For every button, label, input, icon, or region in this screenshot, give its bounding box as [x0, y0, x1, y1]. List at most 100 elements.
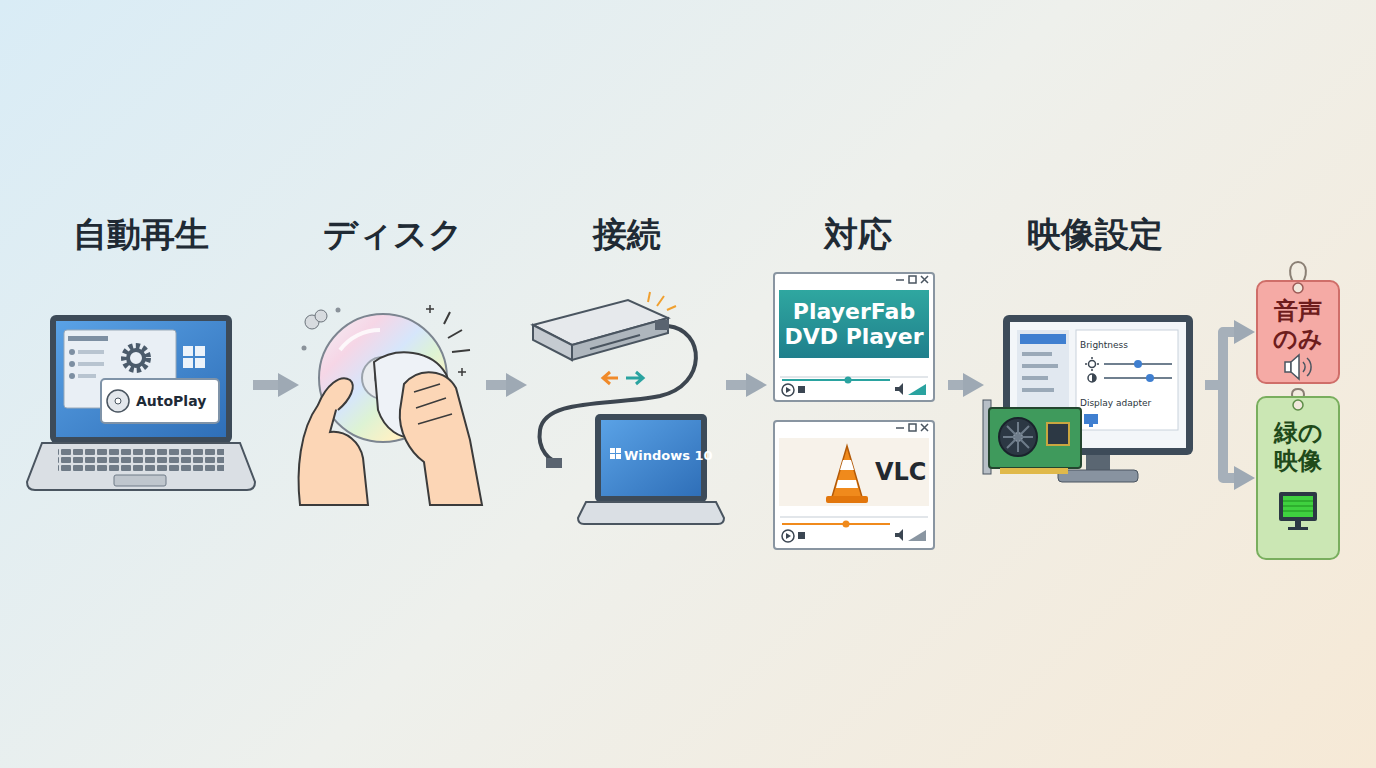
external-drive-connection [626, 372, 643, 384]
monitor-and-graphics-card [1085, 357, 1099, 371]
monitor-and-graphics-card [1089, 424, 1093, 427]
vlc-cone-icon [826, 496, 868, 503]
disc-cleaning [318, 378, 353, 410]
monitor-and-graphics-card [983, 315, 1193, 482]
external-drive-connection [616, 454, 621, 459]
disc-cleaning [336, 308, 341, 313]
window-controls [909, 424, 916, 431]
player-control-bar [908, 384, 926, 395]
os-label: Windows 10 [624, 448, 713, 463]
monitor-and-graphics-card [1020, 334, 1066, 344]
autoplay-laptop [183, 358, 193, 368]
disc-cleaning [426, 305, 466, 376]
player-window: PlayerFab DVD Player [773, 272, 935, 402]
disc-cleaning [414, 384, 452, 424]
step-box: ディスク [300, 212, 486, 495]
player-control-bar [782, 384, 794, 396]
external-drive-connection [648, 292, 676, 310]
external-drive-connection [590, 335, 640, 349]
player-control-bar [786, 387, 791, 393]
disc-cleaning [444, 312, 470, 352]
autoplay-laptop [69, 349, 75, 355]
player-control-bar [780, 377, 928, 543]
setting-label: Brightness [1080, 340, 1128, 350]
step-box: 接続 [528, 212, 726, 528]
autoplay-laptop [27, 443, 255, 490]
external-drive-connection [610, 454, 615, 459]
speaker-icon [1303, 358, 1311, 376]
vlc-cone-icon [836, 480, 858, 488]
player-control-bar [908, 530, 926, 541]
monitor-and-graphics-card [1089, 361, 1096, 368]
external-drive-connection [603, 372, 618, 384]
autoplay-dialog: AutoPlay [100, 378, 220, 424]
tag-holes [1293, 283, 1303, 293]
window-controls [921, 276, 928, 283]
monitor-and-graphics-card [1022, 388, 1054, 392]
disc-cleaning [400, 372, 482, 505]
flow-arrow [486, 380, 506, 390]
window-controls [896, 279, 904, 281]
disc-cleaning [340, 330, 380, 350]
monitor-and-graphics-card [1047, 423, 1069, 445]
autoplay-cd-icon [107, 390, 129, 412]
flow-arrow [253, 380, 278, 390]
external-drive-connection [533, 292, 724, 524]
node-text: 音声のみ [1272, 298, 1324, 353]
monitor-and-graphics-card [1003, 422, 1033, 452]
window-controls [921, 424, 928, 431]
speaker-icon [1291, 355, 1299, 379]
monitor-and-graphics-card [1058, 470, 1138, 482]
monitor-and-graphics-card [1022, 352, 1052, 356]
external-drive-connection [572, 318, 668, 360]
player-control-bar [798, 532, 805, 539]
player-control-bar [786, 533, 791, 539]
step-heading: ディスク [300, 212, 486, 256]
vlc-cone-icon [826, 446, 868, 503]
window-controls [896, 276, 928, 431]
step-box: 自動再生AutoPlay [28, 212, 253, 495]
external-drive-connection [578, 502, 724, 524]
autoplay-laptop [78, 350, 104, 354]
player-control-bar [895, 383, 903, 395]
green-screen-monitor-icon [1283, 496, 1313, 517]
monitor-and-graphics-card [1000, 468, 1068, 474]
flow-arrow [1205, 332, 1234, 385]
node-text: 緑の映像 [1272, 420, 1324, 475]
autoplay-laptop [183, 346, 193, 356]
player-control-bar [845, 377, 852, 384]
autoplay-laptop [128, 350, 144, 366]
player-control-bar [782, 530, 794, 542]
autoplay-laptop [27, 315, 255, 490]
autoplay-laptop [195, 358, 205, 368]
player-control-bar [798, 386, 805, 393]
flow-arrow [948, 380, 963, 390]
monitor-and-graphics-card [1084, 414, 1098, 424]
monitor-and-graphics-card [1088, 374, 1096, 382]
autoplay-laptop [69, 361, 75, 367]
autoplay-laptop [78, 374, 96, 378]
step-heading: 接続 [528, 212, 726, 256]
disc-cleaning [299, 305, 482, 505]
player-control-bar [780, 517, 928, 518]
monitor-and-graphics-card [1076, 330, 1178, 430]
player-control-bar [843, 521, 850, 528]
monitor-and-graphics-card [1134, 360, 1142, 368]
node-text: PlayerFab DVD Player [779, 290, 929, 358]
flow-arrow [726, 380, 746, 390]
autoplay-laptop [69, 373, 75, 379]
setting-label: Display adapter [1080, 398, 1151, 408]
node-text: VLC [779, 438, 929, 506]
monitor-and-graphics-card [989, 408, 1081, 468]
player-control-bar [895, 529, 903, 541]
monitor-and-graphics-card [1104, 377, 1172, 379]
flow-arrow [1205, 385, 1234, 478]
external-drive-connection [546, 458, 562, 468]
external-drive-connection [616, 448, 621, 453]
monitor-and-graphics-card [1022, 364, 1058, 368]
monitor-and-graphics-card [1146, 374, 1154, 382]
step-heading: 対応 [768, 212, 948, 256]
disc-cleaning [315, 310, 327, 322]
step-box: 対応 PlayerFab DVD PlayerVLC [768, 212, 948, 557]
